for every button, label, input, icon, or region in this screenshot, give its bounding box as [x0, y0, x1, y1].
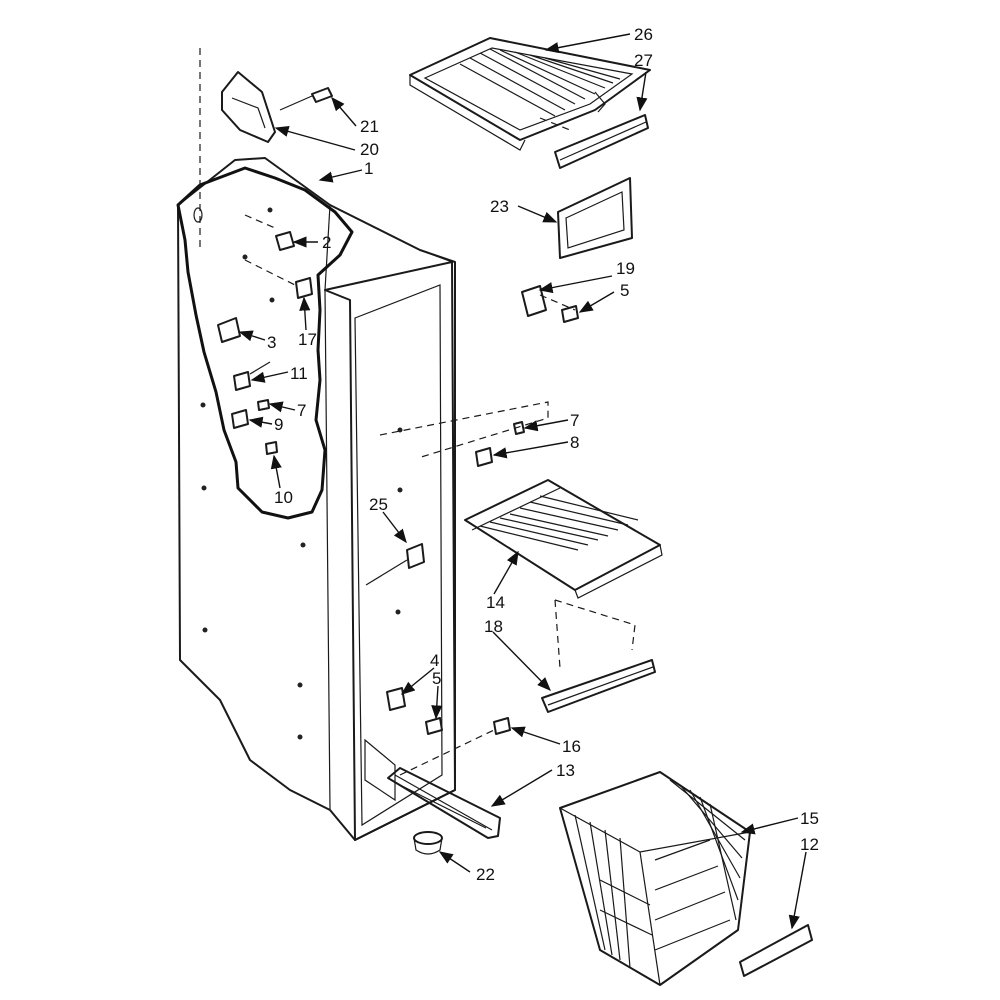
label-17: 17 — [298, 330, 317, 349]
part-3-bracket — [217, 317, 241, 343]
label-18: 18 — [484, 617, 503, 636]
label-10: 10 — [274, 488, 293, 507]
freezer-liner — [176, 157, 456, 841]
screw-part-5-lower — [425, 717, 443, 735]
basket-part-15 — [559, 771, 751, 986]
label-25: 25 — [369, 495, 388, 514]
label-23: 23 — [490, 197, 509, 216]
part-8-clip — [379, 401, 549, 467]
part-7-clip-right — [513, 421, 525, 435]
label-20: 20 — [360, 140, 379, 159]
label-27: 27 — [634, 51, 653, 70]
label-13: 13 — [556, 761, 575, 780]
label-3: 3 — [267, 333, 276, 352]
part-2-clip — [244, 214, 295, 251]
label-11: 11 — [290, 364, 308, 383]
label-9: 9 — [274, 415, 283, 434]
shelf-part-14 — [464, 479, 663, 599]
part-10-clip — [265, 441, 278, 455]
support-part-18 — [541, 599, 656, 713]
label-7-left: 7 — [297, 401, 306, 420]
strip-part-12 — [739, 924, 813, 977]
part-4-bracket — [386, 687, 406, 711]
label-15: 15 — [800, 809, 819, 828]
part-25-block — [365, 543, 425, 586]
part-9-clip — [231, 409, 249, 429]
label-5-upper: 5 — [620, 281, 629, 300]
label-21: 21 — [360, 117, 379, 136]
tray-part-26 — [409, 37, 651, 151]
label-19: 19 — [616, 259, 635, 278]
callout-labels: 26 27 23 19 5 21 20 1 2 17 3 11 7 9 10 7… — [267, 25, 819, 884]
label-1: 1 — [364, 159, 373, 178]
label-12: 12 — [800, 835, 819, 854]
label-14: 14 — [486, 593, 505, 612]
label-16: 16 — [562, 737, 581, 756]
screw-part-5-upper — [561, 305, 579, 323]
label-26: 26 — [634, 25, 653, 44]
label-7-right: 7 — [570, 411, 579, 430]
part-19-switch — [521, 285, 576, 317]
screw-part-16 — [399, 717, 511, 776]
label-22: 22 — [476, 865, 495, 884]
leader-arrows — [238, 33, 807, 930]
rail-part-27 — [554, 114, 649, 169]
cover-part-23 — [557, 177, 633, 259]
trim-part-13 — [387, 767, 501, 839]
handle-part-20 — [199, 48, 276, 250]
plug-part-22 — [413, 831, 443, 855]
label-4: 4 — [430, 651, 439, 670]
part-7-clip-left — [257, 399, 270, 411]
part-17-bracket — [244, 259, 313, 299]
part-11-fastener — [233, 361, 271, 391]
label-8: 8 — [570, 433, 579, 452]
screw-part-21 — [279, 87, 333, 111]
label-5-lower: 5 — [432, 669, 441, 688]
label-2: 2 — [322, 233, 331, 252]
